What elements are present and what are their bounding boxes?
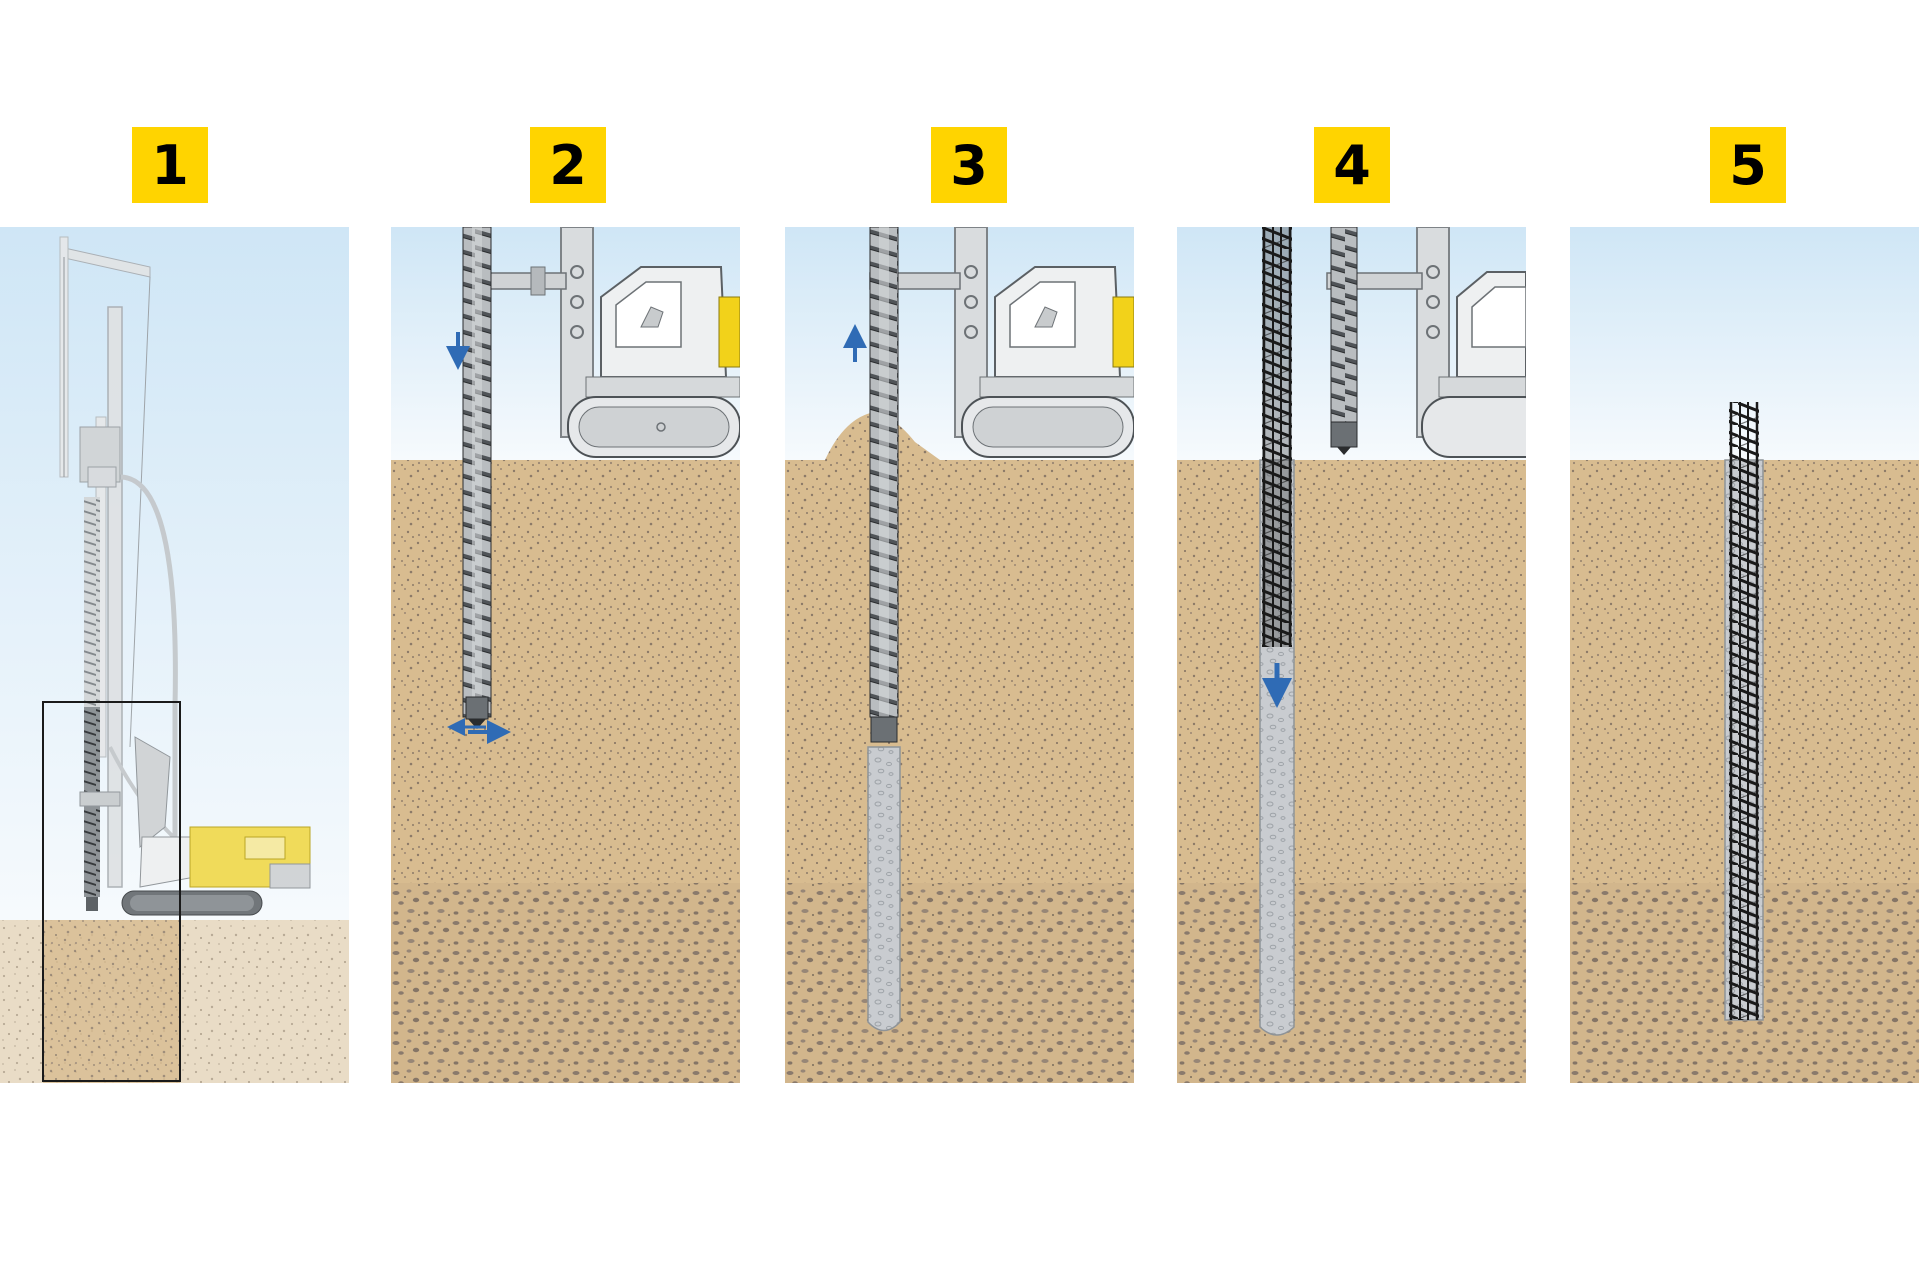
step-badge-2: 2	[530, 127, 606, 203]
panel-2-drilling	[391, 227, 740, 1083]
panel-1-rig-overview	[0, 227, 349, 1083]
reinforcement-cage	[1262, 227, 1292, 647]
piling-rig	[869, 227, 1134, 458]
piling-rig	[475, 227, 740, 458]
soil-lower	[391, 883, 740, 1083]
soil-upper	[785, 460, 1134, 883]
step-badge-1: 1	[132, 127, 208, 203]
concrete-column	[867, 746, 901, 1032]
piling-rig	[1326, 227, 1526, 458]
step-badge-4: 4	[1314, 127, 1390, 203]
panel-3-concreting	[785, 227, 1134, 1083]
soil-lower	[785, 883, 1134, 1083]
step-badge-3: 3	[931, 127, 1007, 203]
soil-lower	[1177, 883, 1526, 1083]
soil-highlight	[43, 920, 180, 1083]
panel-5-finished-pile	[1570, 227, 1919, 1083]
reinforcement-cage	[1729, 402, 1759, 1020]
panel-4-reinforcement-insertion	[1177, 227, 1526, 1083]
soil-upper	[391, 460, 740, 883]
detail-frame	[42, 701, 181, 1082]
auger	[1330, 227, 1358, 423]
step-badge-5: 5	[1710, 127, 1786, 203]
soil-upper	[1177, 460, 1526, 883]
piling-rig-illustration	[59, 236, 311, 916]
drill-tip	[468, 719, 486, 729]
